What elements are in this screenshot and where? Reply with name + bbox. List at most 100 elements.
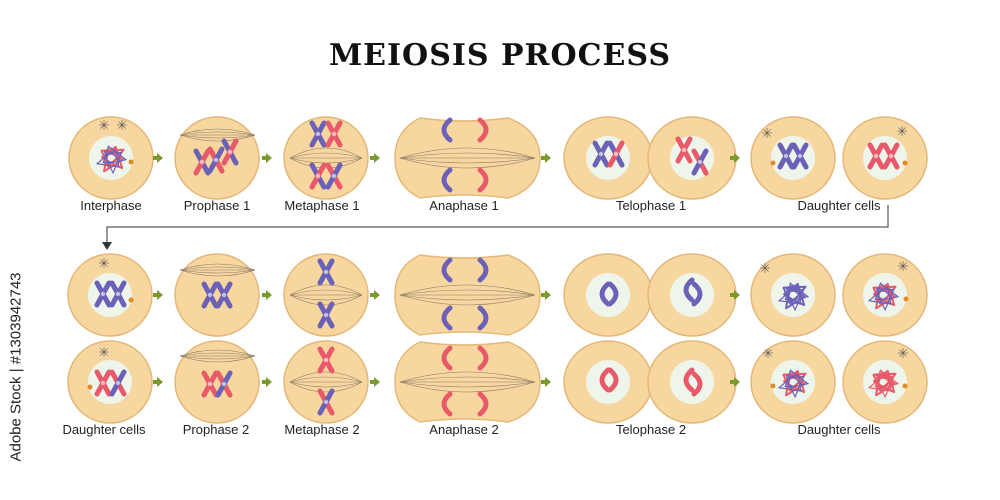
arrow-icon — [730, 380, 735, 384]
chromatid — [441, 167, 453, 193]
chromatin — [777, 282, 810, 312]
stage-row2-metaphase — [283, 253, 369, 337]
arrow-icon — [545, 290, 551, 300]
spindle-fiber — [289, 147, 363, 159]
chromosome — [683, 367, 695, 393]
spindle-fiber — [399, 294, 536, 301]
stage-interphase — [68, 116, 154, 200]
stage-row2-anaphase — [394, 254, 541, 336]
chromatid — [691, 371, 703, 397]
arrow-icon — [730, 293, 735, 297]
aster-ray — [901, 127, 906, 132]
aster-ray — [121, 121, 126, 126]
chromosome — [441, 305, 453, 331]
chromosome — [691, 281, 703, 307]
centrosome — [898, 348, 908, 358]
chromatin-strand — [867, 282, 900, 312]
chromosome — [317, 258, 335, 286]
arrow-icon — [734, 290, 740, 300]
chromosome — [607, 140, 625, 168]
chromosome — [193, 148, 211, 176]
centrosome — [898, 261, 908, 271]
centromere — [207, 381, 213, 387]
centromere — [888, 153, 894, 159]
centromere — [227, 149, 233, 155]
aster-ray — [100, 124, 105, 129]
chromosome — [309, 120, 327, 148]
spindle-fiber — [179, 355, 256, 363]
chromatid — [441, 117, 453, 143]
chromosome — [592, 140, 610, 168]
centromere — [331, 131, 337, 137]
centromere — [681, 147, 687, 153]
aster-ray — [766, 129, 771, 134]
chromosome — [317, 346, 335, 374]
arrow-icon — [266, 377, 272, 387]
centromere — [797, 153, 803, 159]
spindle-fiber — [179, 134, 256, 142]
spindle-fiber — [289, 381, 363, 388]
stage-row2-daughter-cells — [750, 253, 928, 337]
chromatin-strand — [777, 282, 810, 312]
chromatin-strand — [100, 145, 125, 173]
chromosome — [691, 148, 709, 176]
aster-ray — [902, 349, 907, 354]
centromere — [199, 159, 205, 165]
chromosome — [441, 391, 453, 417]
chromatid — [691, 281, 703, 307]
chromatid — [599, 281, 611, 307]
nucleolus — [128, 297, 134, 303]
aster-ray — [100, 121, 105, 126]
centrosome — [99, 258, 109, 268]
spindle-fiber — [289, 381, 363, 393]
nucleus — [863, 273, 907, 317]
stage-row3-telophase — [563, 340, 737, 424]
chromatin-strand — [95, 145, 128, 175]
stage-row3-metaphase — [283, 340, 369, 424]
row1-label-1: Prophase 1 — [184, 198, 251, 213]
spindle-fiber — [289, 157, 363, 169]
centromere — [598, 151, 604, 157]
chromatid — [441, 305, 453, 331]
aster-ray — [899, 352, 904, 357]
chromosome — [477, 305, 489, 331]
arrow-icon — [370, 380, 375, 384]
aster-ray — [103, 262, 108, 267]
spindle-fiber — [289, 157, 363, 164]
chromatid — [607, 367, 619, 393]
chromosome — [317, 301, 335, 329]
chromosome — [94, 280, 112, 308]
aster-ray — [103, 348, 108, 353]
spindle-fiber — [179, 269, 256, 277]
chromatid — [683, 367, 695, 393]
row1-label-5: Daughter cells — [797, 198, 881, 213]
aster-ray — [902, 262, 907, 267]
spindle-fiber — [289, 371, 363, 383]
aster-ray — [103, 124, 108, 129]
centromere — [115, 291, 121, 297]
row3-label-1: Prophase 2 — [183, 422, 250, 437]
spindle-fiber — [399, 157, 536, 164]
centromere — [315, 131, 321, 137]
chromosome — [109, 369, 127, 397]
stage-row3-anaphase — [394, 341, 541, 423]
nucleolus — [903, 296, 909, 302]
chromosome — [867, 142, 885, 170]
nucleus — [863, 360, 907, 404]
centromere — [315, 173, 321, 179]
arrow-icon — [157, 377, 163, 387]
chromosome — [441, 167, 453, 193]
row1-label-0: Interphase — [80, 198, 141, 213]
row3-label-4: Telophase 2 — [616, 422, 686, 437]
centromere — [783, 153, 789, 159]
spindle-fiber — [399, 381, 536, 393]
aster-ray — [764, 352, 769, 357]
aster-ray — [103, 259, 108, 264]
spindle-fiber — [399, 376, 536, 383]
aster-ray — [763, 129, 768, 134]
aster-ray — [767, 352, 772, 357]
spindle-fiber — [179, 263, 256, 271]
chromosome — [201, 370, 219, 398]
aster-ray — [100, 351, 105, 356]
chromatid — [477, 345, 489, 371]
